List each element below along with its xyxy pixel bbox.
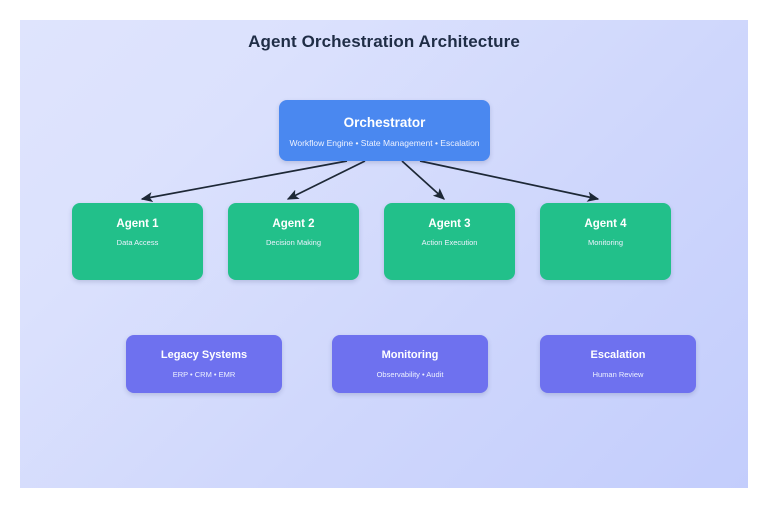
node-agent-3[interactable]: Agent 3 Action Execution <box>384 203 515 280</box>
node-agent-1[interactable]: Agent 1 Data Access <box>72 203 203 280</box>
node-orchestrator[interactable]: Orchestrator Workflow Engine • State Man… <box>279 100 490 161</box>
connector-orchestrator-agent-2 <box>286 160 366 200</box>
node-legacy-systems-subtitle: ERP • CRM • EMR <box>172 369 236 379</box>
diagram-canvas: Agent Orchestration Architecture Orchest… <box>20 20 748 488</box>
node-agent-4[interactable]: Agent 4 Monitoring <box>540 203 671 280</box>
node-agent-4-title: Agent 4 <box>584 217 627 230</box>
node-agent-1-subtitle: Data Access <box>116 238 159 248</box>
node-agent-2-title: Agent 2 <box>272 217 315 230</box>
node-orchestrator-title: Orchestrator <box>343 115 426 131</box>
node-legacy-systems[interactable]: Legacy Systems ERP • CRM • EMR <box>126 335 282 393</box>
node-legacy-systems-title: Legacy Systems <box>160 349 248 362</box>
connector-orchestrator-agent-1 <box>140 160 348 203</box>
node-escalation[interactable]: Escalation Human Review <box>540 335 696 393</box>
connector-orchestrator-agent-4 <box>419 160 600 202</box>
node-agent-2-subtitle: Decision Making <box>265 238 322 248</box>
node-monitoring[interactable]: Monitoring Observability • Audit <box>332 335 488 393</box>
node-orchestrator-subtitle: Workflow Engine • State Management • Esc… <box>289 137 480 148</box>
node-agent-3-title: Agent 3 <box>428 217 471 230</box>
node-monitoring-subtitle: Observability • Audit <box>376 369 444 379</box>
node-escalation-subtitle: Human Review <box>592 369 644 379</box>
node-agent-3-subtitle: Action Execution <box>421 238 478 248</box>
page-title: Agent Orchestration Architecture <box>248 32 520 51</box>
node-agent-1-title: Agent 1 <box>116 217 159 230</box>
node-agent-4-subtitle: Monitoring <box>587 238 624 248</box>
node-monitoring-title: Monitoring <box>381 349 439 362</box>
connector-orchestrator-agent-3 <box>401 160 446 200</box>
node-escalation-title: Escalation <box>590 349 646 362</box>
node-agent-2[interactable]: Agent 2 Decision Making <box>228 203 359 280</box>
